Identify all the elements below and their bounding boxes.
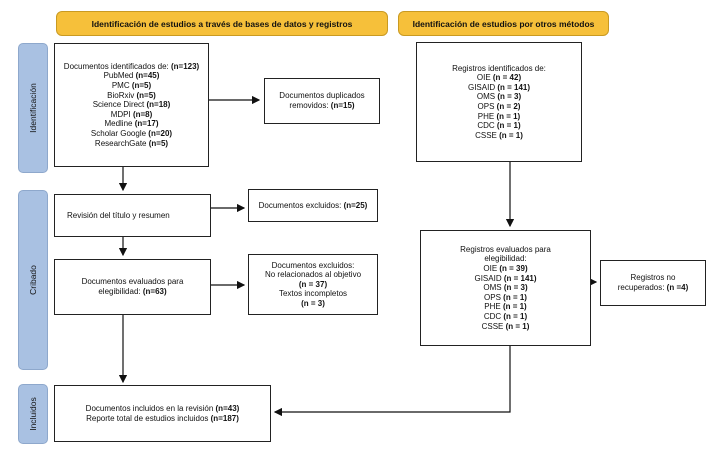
eligibility-line1: Documentos evaluados para — [81, 277, 184, 287]
db-source-0: PubMed (n=45) — [103, 71, 160, 81]
other-source-6: CSSE (n = 1) — [475, 130, 523, 140]
header-databases-label: Identificación de estudios a través de b… — [91, 18, 353, 29]
db-source-2: BioRxiv (n=5) — [107, 90, 156, 100]
db-identified-box: Documentos identificados de: (n=123) Pub… — [54, 43, 209, 167]
other-eligibility-box: Registros evaluados para elegibilidad: O… — [420, 230, 591, 346]
included-box: Documentos incluidos en la revisión (n=4… — [54, 385, 271, 442]
db-source-4: MDPI (n=8) — [110, 109, 153, 119]
other-eligibility-line1: Registros evaluados para — [460, 244, 551, 254]
other-elig-source-0: OIE (n = 39) — [483, 264, 528, 274]
excluded-2-n2: (n = 3) — [301, 298, 325, 308]
included-line2: Reporte total de estudios incluidos (n=1… — [86, 413, 239, 423]
phase-screening-label: Cribado — [28, 265, 38, 295]
eligibility-box: Documentos evaluados para elegibilidad: … — [54, 259, 211, 315]
not-recovered-line2: recuperados: (n =4) — [617, 283, 689, 292]
other-elig-source-6: CSSE (n = 1) — [481, 321, 530, 331]
db-identified-title: Documentos identificados de: (n=123) — [63, 61, 200, 71]
eligibility-line2: elegibilidad: (n=63) — [98, 287, 167, 296]
not-recovered-line1: Registros no — [630, 273, 676, 283]
duplicates-line2: removidos: (n=15) — [289, 101, 355, 110]
excluded-2-box: Documentos excluidos: No relacionados al… — [248, 254, 378, 315]
other-elig-source-3: OPS (n = 1) — [484, 292, 527, 302]
excluded-2-line2: No relacionados al objetivo — [264, 270, 362, 280]
not-recovered-box: Registros no recuperados: (n =4) — [600, 260, 706, 306]
other-elig-source-4: PHE (n = 1) — [484, 302, 527, 312]
included-line1: Documentos incluidos en la revisión (n=4… — [85, 403, 240, 413]
phase-identification: Identificación — [18, 43, 48, 173]
header-other-methods-label: Identificación de estudios por otros mét… — [412, 18, 595, 29]
other-identified-title: Registros identificados de: — [452, 63, 546, 73]
phase-identification-label: Identificación — [28, 83, 38, 133]
other-source-5: CDC (n = 1) — [477, 121, 521, 131]
excluded-1-box: Documentos excluidos: (n=25) — [248, 189, 378, 222]
other-source-2: OMS (n = 3) — [476, 92, 522, 102]
phase-screening: Cribado — [18, 190, 48, 370]
excluded-2-n1: (n = 37) — [298, 279, 328, 289]
db-source-6: Scholar Google (n=20) — [90, 128, 173, 138]
other-elig-source-1: GISAID (n = 141) — [474, 273, 537, 283]
other-identified-box: Registros identificados de: OIE (n = 42)… — [416, 42, 582, 162]
other-elig-source-5: CDC (n = 1) — [483, 311, 528, 321]
db-source-1: PMC (n=5) — [111, 81, 152, 91]
other-source-3: OPS (n = 2) — [477, 102, 521, 111]
excluded-1-label: Documentos excluidos: (n=25) — [258, 200, 368, 210]
phase-included: Incluidos — [18, 384, 48, 444]
other-source-1: GISAID (n = 141) — [467, 82, 531, 92]
title-review-label: Revisión del título y resumen — [67, 210, 170, 220]
header-other-methods: Identificación de estudios por otros mét… — [398, 11, 609, 36]
duplicates-line1: Documentos duplicados — [279, 91, 365, 101]
excluded-2-line3: Textos incompletos — [278, 289, 348, 299]
other-eligibility-line2: elegibilidad: — [484, 254, 527, 264]
other-source-0: OIE (n = 42) — [476, 73, 522, 83]
excluded-2-line1: Documentos excluidos: — [271, 260, 355, 270]
title-review-box: Revisión del título y resumen — [54, 194, 211, 237]
arrow-other-eligibility-to-included — [273, 346, 511, 417]
header-databases: Identificación de estudios a través de b… — [56, 11, 388, 36]
other-source-4: PHE (n = 1) — [477, 111, 521, 121]
db-source-5: Medline (n=17) — [104, 119, 159, 129]
db-source-3: Science Direct (n=18) — [92, 100, 171, 110]
other-elig-source-2: OMS (n = 3) — [483, 283, 528, 293]
db-source-7: ResearchGate (n=5) — [94, 138, 169, 148]
duplicates-box: Documentos duplicados removidos: (n=15) — [264, 78, 380, 124]
phase-included-label: Incluidos — [28, 397, 38, 431]
